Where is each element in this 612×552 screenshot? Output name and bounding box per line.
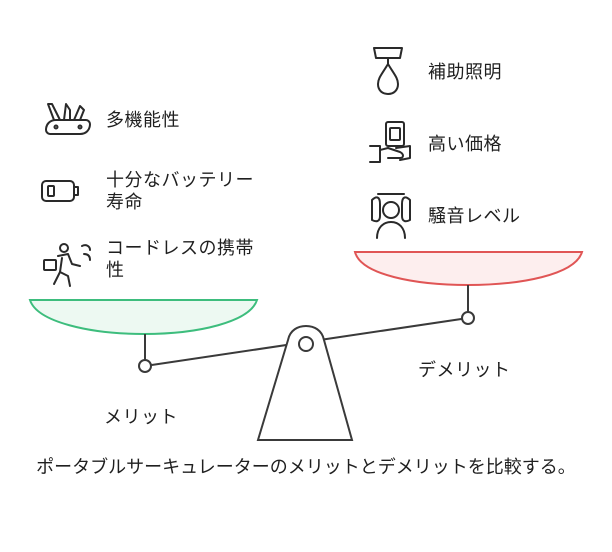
pivot [298,336,314,352]
left-joint [138,359,152,373]
swiss-army-knife-icon [40,100,92,138]
person-noise-icon [366,190,416,240]
left-pan [28,299,259,336]
pros-title: メリット [104,407,178,428]
pros-item-label: 多機能性 [106,110,180,131]
cons-item-label: 補助照明 [428,62,502,83]
right-pan [353,251,584,287]
pros-item-label: 十分なバッテリー寿命 [106,170,254,213]
right-joint [461,311,475,325]
hand-money-icon [366,118,414,166]
lamp-icon [368,44,408,96]
diagram-caption: ポータブルサーキュレーターのメリットとデメリットを比較する。 [36,457,576,478]
cons-item-label: 騒音レベル [428,206,521,227]
fulcrum [256,324,354,441]
running-person-icon [40,240,94,288]
cons-title: デメリット [418,360,511,381]
cons-item-label: 高い価格 [428,134,502,155]
pros-item-label: コードレスの携帯性 [106,238,254,281]
battery-icon [40,177,80,205]
